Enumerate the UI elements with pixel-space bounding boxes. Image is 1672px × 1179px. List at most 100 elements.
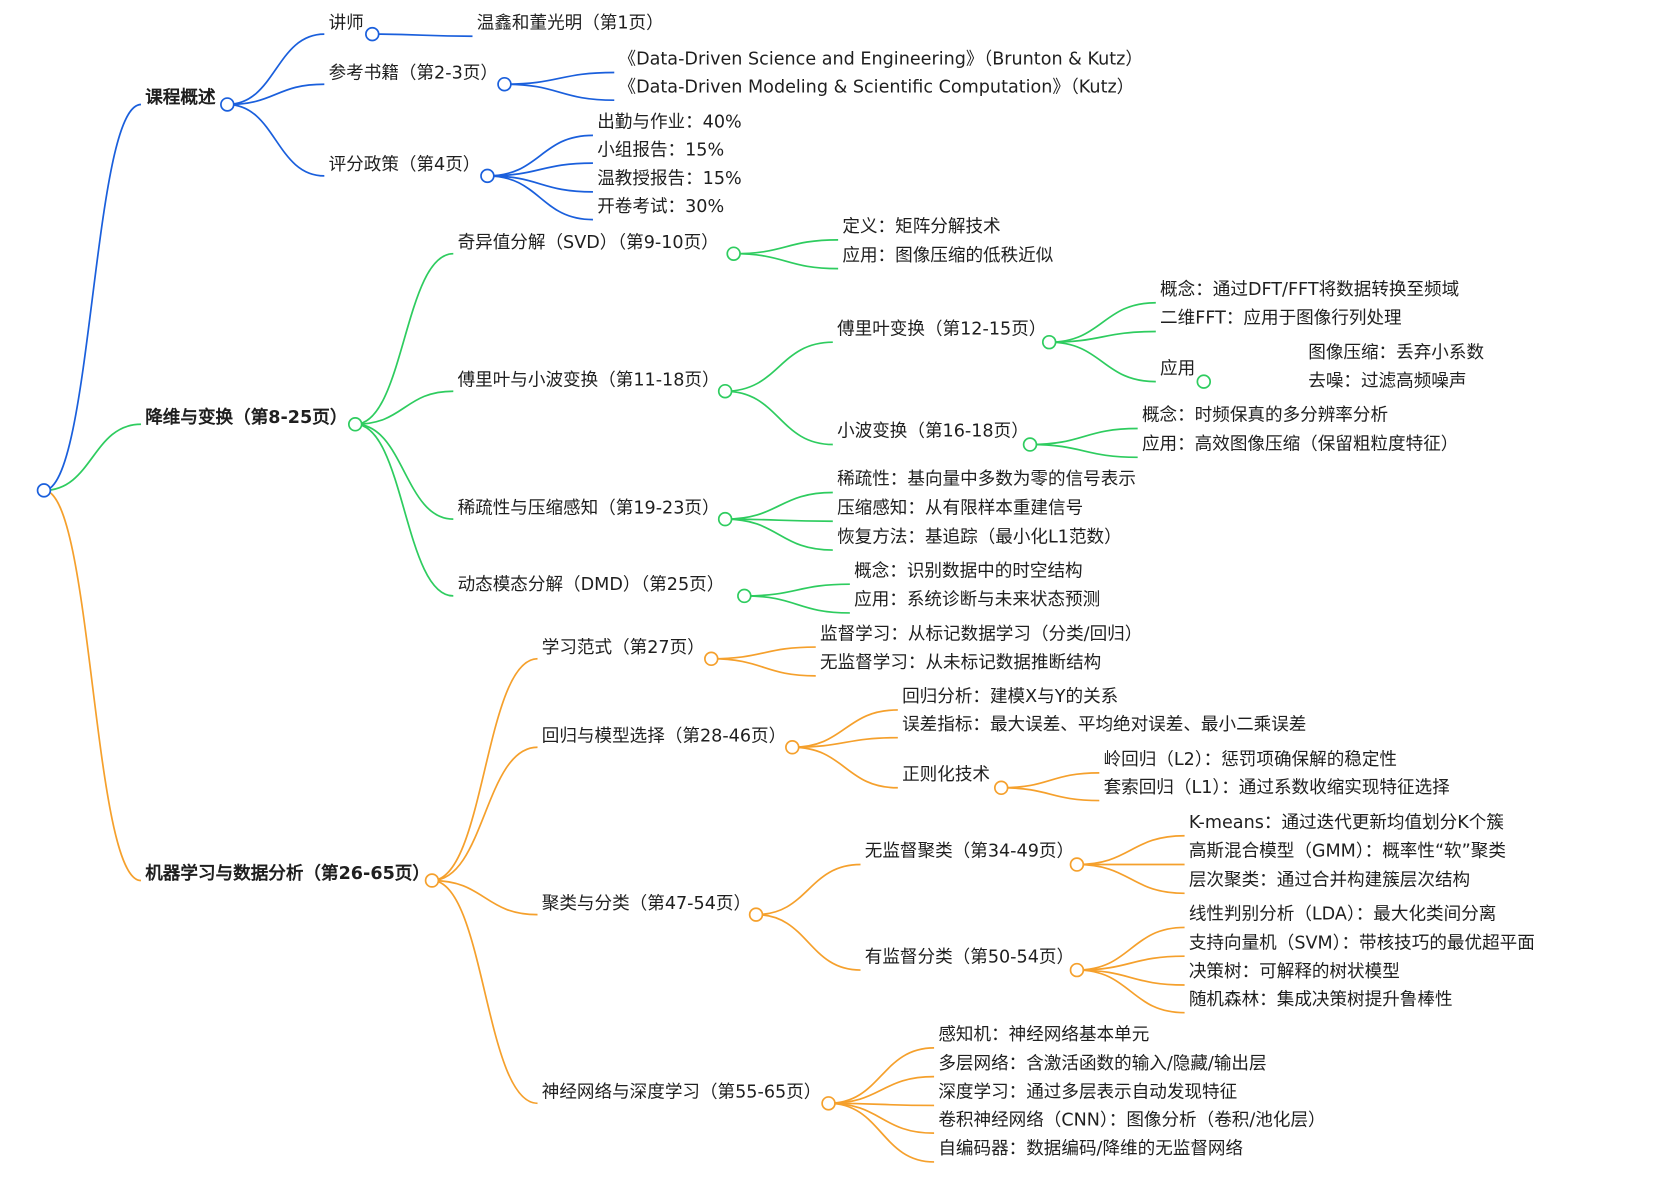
connector-line bbox=[355, 423, 454, 597]
connector-line bbox=[744, 583, 850, 597]
node-label: 《Data-Driven Science and Engineering》（Br… bbox=[619, 50, 1143, 70]
node-label: 二维FFT：应用于图像行列处理 bbox=[1160, 309, 1402, 329]
connector-line bbox=[1076, 969, 1185, 986]
connector-line bbox=[487, 162, 593, 177]
node-label: 回归与模型选择（第28-46页） bbox=[542, 727, 786, 747]
collapse-toggle[interactable] bbox=[726, 246, 741, 261]
connector-line bbox=[227, 33, 325, 106]
connector-line bbox=[725, 518, 833, 523]
node-label: 感知机：神经网络基本单元 bbox=[938, 1025, 1149, 1045]
collapse-toggle[interactable] bbox=[220, 97, 235, 112]
connector-line bbox=[725, 491, 833, 520]
node-label: 定义：矩阵分解技术 bbox=[842, 217, 1000, 237]
collapse-toggle[interactable] bbox=[704, 651, 719, 667]
collapse-toggle[interactable] bbox=[1069, 857, 1085, 872]
node-label: 随机森林：集成决策树提升鲁棒性 bbox=[1189, 990, 1453, 1010]
node-label: 概念：通过DFT/FFT将数据转换至频域 bbox=[1160, 279, 1459, 300]
node-label: K-means：通过迭代更新均值划分K个簇 bbox=[1189, 813, 1504, 833]
connector-line bbox=[1076, 955, 1185, 971]
connector-line bbox=[431, 746, 538, 882]
node-label: 多层网络：含激活函数的输入/隐藏/输出层 bbox=[938, 1054, 1266, 1074]
connector-line bbox=[828, 1075, 935, 1105]
node-label: 小组报告：15% bbox=[597, 140, 724, 160]
collapse-toggle[interactable] bbox=[347, 417, 363, 432]
branch-label: 课程概述 bbox=[145, 87, 216, 108]
connector-line bbox=[1030, 443, 1138, 459]
connector-line bbox=[487, 175, 593, 221]
connector-line bbox=[43, 489, 142, 882]
collapse-toggle[interactable] bbox=[748, 907, 764, 922]
connector-line bbox=[504, 83, 615, 102]
node-label: 《Data-Driven Modeling & Scientific Compu… bbox=[619, 77, 1135, 97]
collapse-toggle[interactable] bbox=[1069, 962, 1085, 978]
node-label: 无监督聚类（第34-49页） bbox=[865, 842, 1074, 862]
node-label: 应用：系统诊断与未来状态预测 bbox=[854, 590, 1100, 610]
node-label: 稀疏性与压缩感知（第19-23页） bbox=[458, 498, 720, 518]
connector-line bbox=[1030, 427, 1138, 446]
connector-line bbox=[227, 83, 325, 106]
node-label: 层次聚类：通过合并构建簇层次结构 bbox=[1189, 871, 1470, 891]
node-label: 出勤与作业：40% bbox=[597, 113, 742, 133]
connector-line bbox=[744, 595, 850, 614]
connector-line bbox=[711, 657, 816, 677]
connector-line bbox=[1076, 863, 1185, 895]
collapse-toggle[interactable] bbox=[497, 76, 512, 92]
connector-line bbox=[828, 1047, 935, 1105]
collapse-toggle[interactable] bbox=[480, 168, 495, 184]
collapse-toggle[interactable] bbox=[1196, 374, 1212, 389]
connector-line bbox=[504, 71, 615, 86]
collapse-toggle[interactable] bbox=[717, 511, 733, 527]
node-label: 动态模态分解（DMD）（第25页） bbox=[458, 575, 725, 595]
connector-line bbox=[725, 518, 833, 551]
node-label: 应用 bbox=[1160, 359, 1195, 379]
node-label: 深度学习：通过多层表示自动发现特征 bbox=[938, 1083, 1237, 1103]
connector-line bbox=[733, 252, 839, 270]
collapse-toggle[interactable] bbox=[424, 873, 440, 888]
collapse-toggle[interactable] bbox=[1041, 334, 1057, 350]
connector-line bbox=[355, 390, 454, 426]
node-label: 概念：时频保真的多分辨率分析 bbox=[1142, 405, 1388, 426]
connector-line bbox=[355, 252, 454, 426]
connector-line bbox=[792, 709, 898, 749]
collapse-toggle[interactable] bbox=[993, 780, 1009, 796]
node-label: 学习范式（第27页） bbox=[542, 638, 705, 658]
connector-line bbox=[756, 863, 861, 916]
connector-line bbox=[431, 879, 538, 1105]
node-circles bbox=[36, 26, 1212, 1111]
node-label: 支持向量机（SVM）：带核技巧的最优超平面 bbox=[1189, 933, 1535, 953]
node-label: 奇异值分解（SVD）（第9-10页） bbox=[458, 233, 719, 253]
node-label: 应用：图像压缩的低秩近似 bbox=[842, 246, 1053, 266]
node-label: 恢复方法：基追踪（最小化L1范数） bbox=[837, 527, 1122, 547]
collapse-toggle[interactable] bbox=[1022, 437, 1038, 452]
node-label: 应用：高效图像压缩（保留粗粒度特征） bbox=[1142, 435, 1458, 455]
connector-line bbox=[756, 913, 861, 971]
node-label: 评分政策（第4页） bbox=[329, 155, 481, 175]
branch-label: 机器学习与数据分析（第26-65页） bbox=[145, 863, 430, 884]
node-label: 套索回归（L1）：通过系数收缩实现特征选择 bbox=[1104, 778, 1451, 798]
connector-line bbox=[1049, 330, 1156, 344]
collapse-toggle[interactable] bbox=[365, 26, 380, 42]
node-label: 自编码器：数据编码/降维的无监督网络 bbox=[938, 1139, 1243, 1159]
connector-line bbox=[828, 1102, 935, 1163]
connector-line bbox=[355, 423, 454, 520]
node-label: 温鑫和董光明（第1页） bbox=[477, 13, 664, 33]
connector-line bbox=[43, 423, 141, 492]
connector-line bbox=[1049, 341, 1156, 383]
collapse-toggle[interactable] bbox=[36, 483, 52, 498]
connector-line bbox=[1001, 786, 1100, 802]
node-label: 温教授报告：15% bbox=[597, 169, 742, 189]
node-label: 无监督学习：从未标记数据推断结构 bbox=[820, 653, 1101, 673]
connector-line bbox=[711, 646, 816, 660]
collapse-toggle[interactable] bbox=[785, 740, 800, 755]
collapse-toggle[interactable] bbox=[821, 1096, 836, 1111]
branch-label: 降维与变换（第8-25页） bbox=[145, 407, 347, 428]
connector-line bbox=[1076, 969, 1185, 1014]
connector-line bbox=[487, 134, 593, 177]
node-label: 稀疏性：基向量中多数为零的信号表示 bbox=[837, 470, 1136, 490]
collapse-toggle[interactable] bbox=[737, 588, 752, 604]
node-label: 开卷考试：30% bbox=[597, 197, 724, 217]
collapse-toggle[interactable] bbox=[717, 383, 733, 399]
node-label: 神经网络与深度学习（第55-65页） bbox=[542, 1083, 822, 1103]
node-label: 监督学习：从标记数据学习（分类/回归） bbox=[820, 624, 1142, 644]
